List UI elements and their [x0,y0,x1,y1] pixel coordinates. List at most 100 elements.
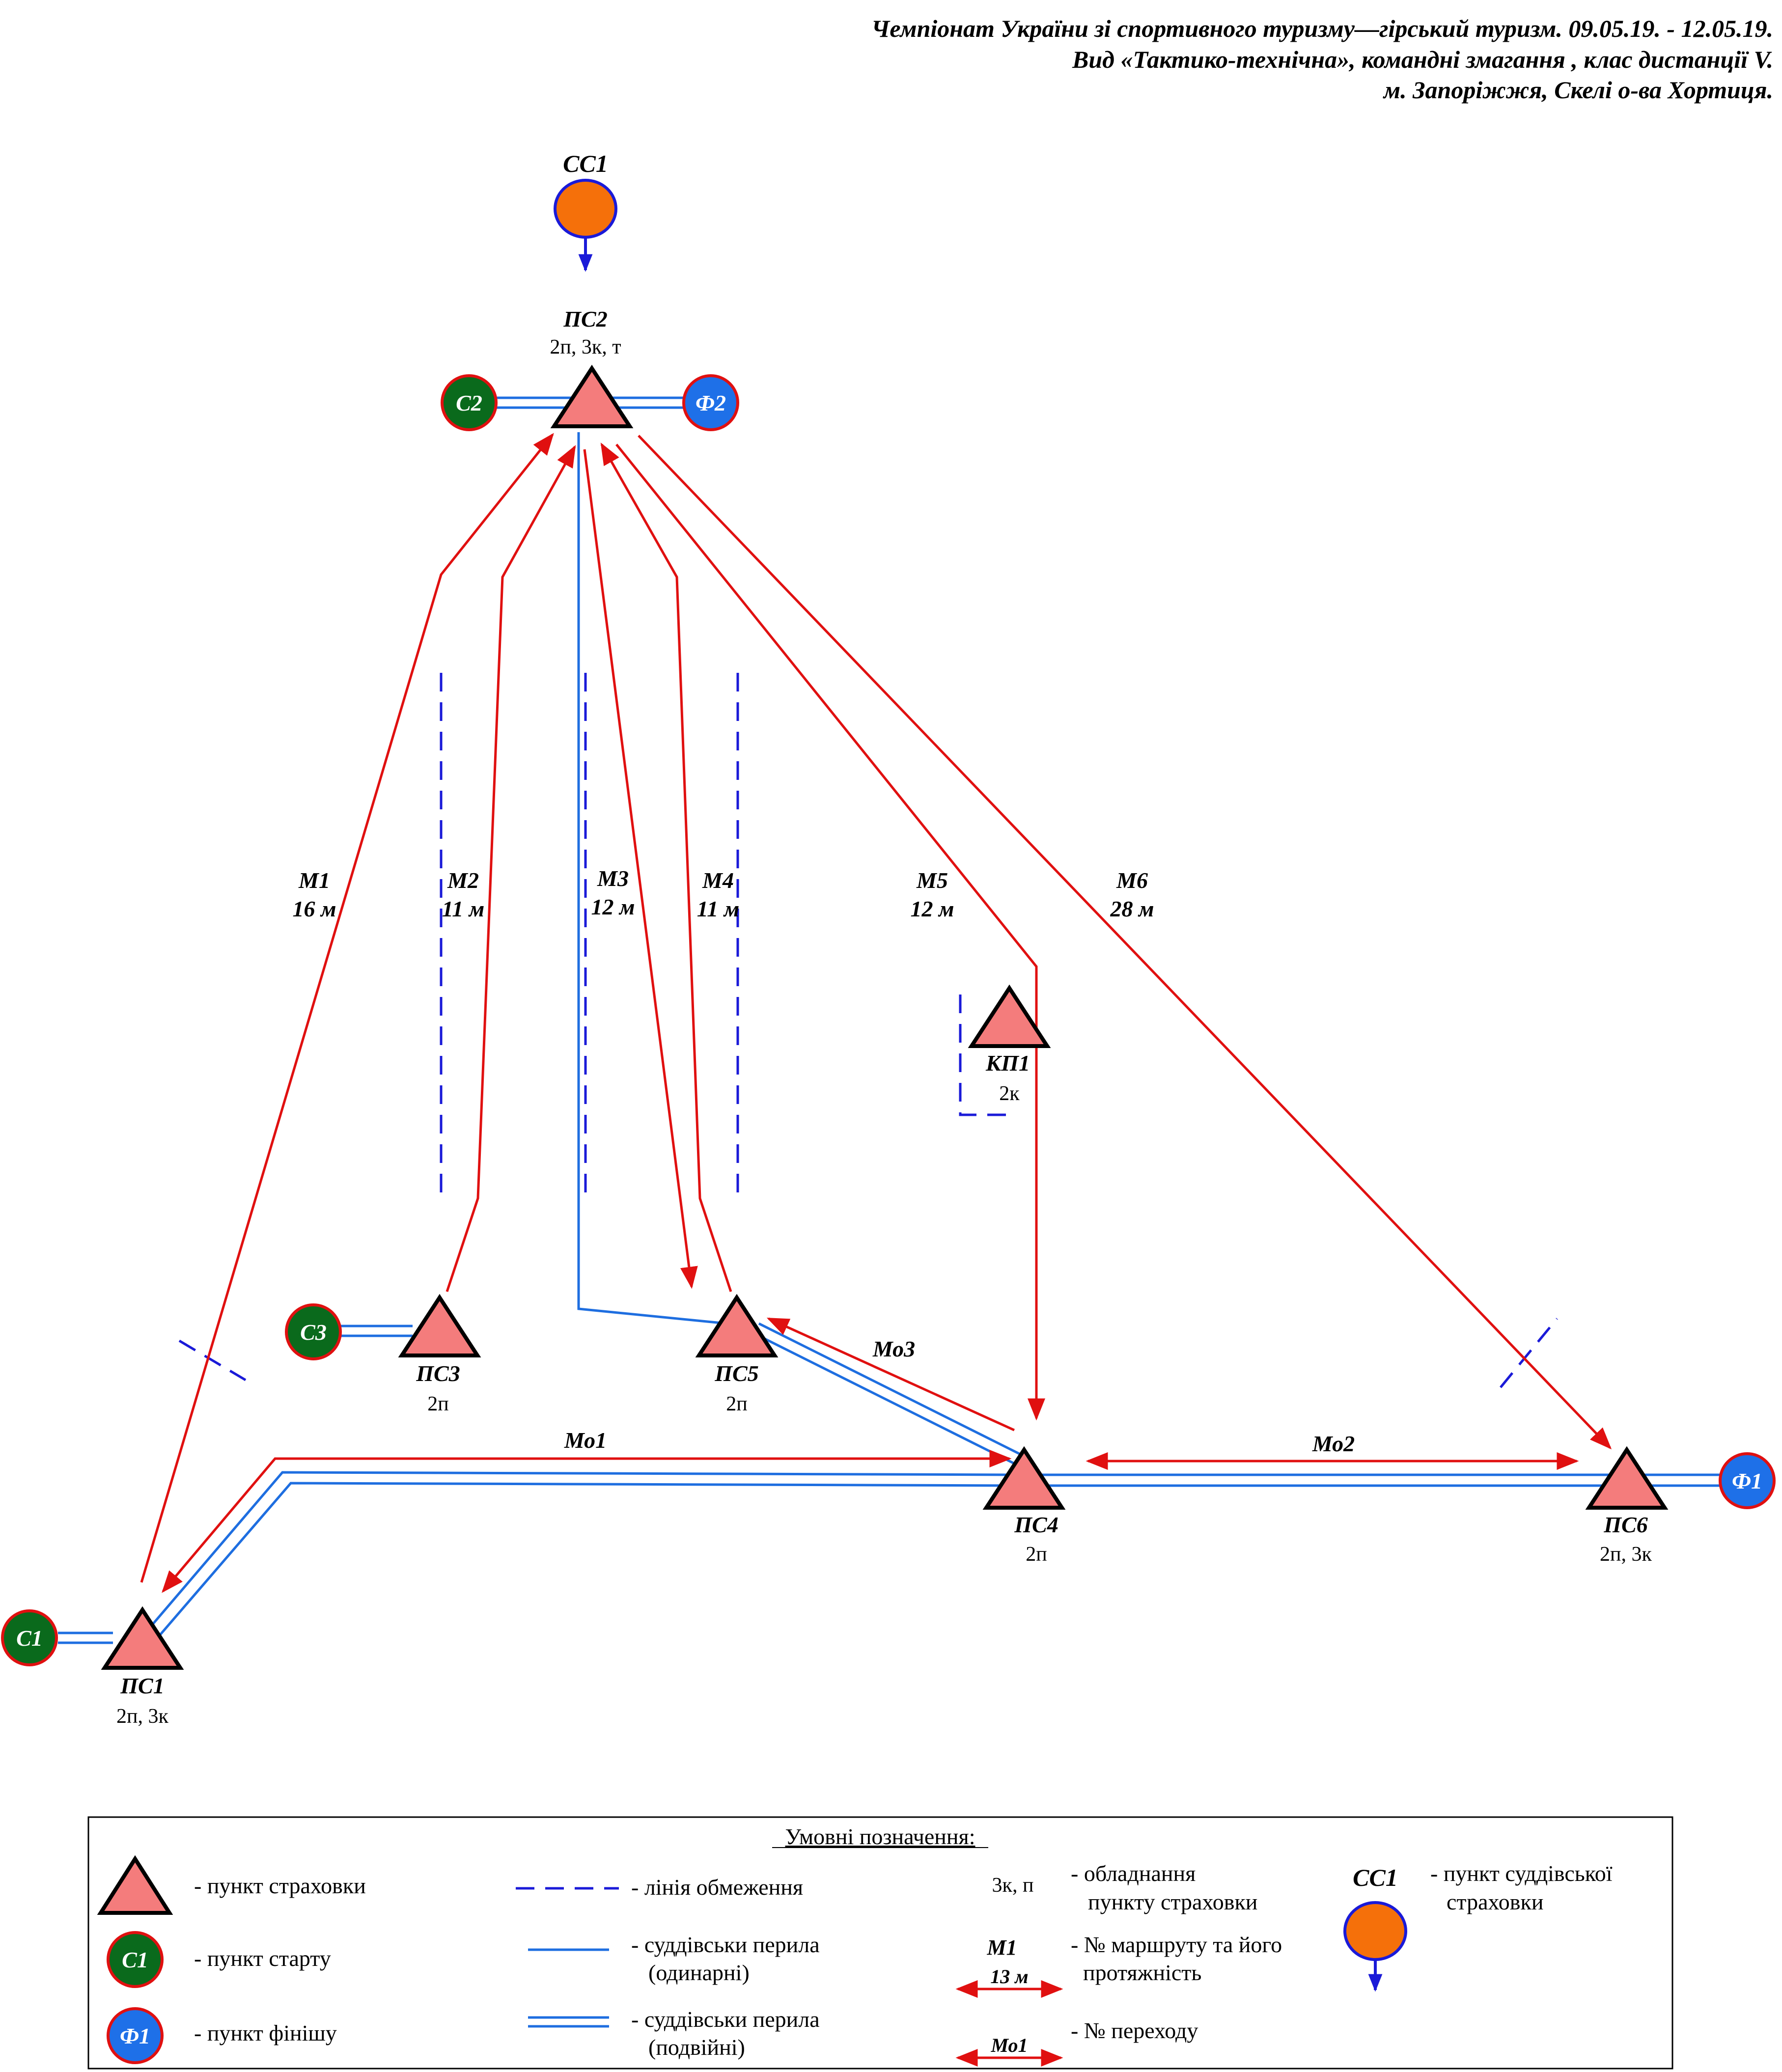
legend-judge-text-1: - пункт суддівської [1430,1861,1613,1886]
legend-start-text: - пункт старту [194,1946,331,1971]
legend-route-sample-len: 13 м [990,1965,1028,1988]
legend-rail-single-text-2: (одинарні) [648,1960,750,1985]
ps2-label: ПС2 [563,306,607,332]
rail-double-main-b [155,1482,1729,1640]
route-label-m4: М4 [702,868,734,893]
ps4-equipment: 2п [1026,1543,1047,1566]
transition-label-mo2: Мо2 [1312,1431,1355,1456]
kp1-equipment: 2к [999,1082,1020,1105]
route-mo3 [766,1317,1015,1432]
legend-belay-text: - пункт страховки [194,1873,366,1898]
route-length-m5: 12 м [910,896,954,921]
transition-label-mo1: Мо1 [564,1428,607,1453]
header-location: м. Запоріжжя, Скелі о-ва Хортиця. [1383,76,1773,104]
route-mo1 [162,1450,1012,1593]
routes [140,433,1612,1593]
route-m6 [638,435,1612,1450]
route-m2 [446,445,576,1292]
legend-trans-text: - № переходу [1071,2018,1198,2043]
belay-points [101,364,1669,1670]
rail-double-ps5-ps4-b [753,1332,1025,1470]
legend-judge-text-2: страховки [1447,1889,1543,1914]
route-length-m2: 11 м [442,896,484,921]
ps1-label: ПС1 [120,1673,164,1698]
start-c1: С1 [1,1609,58,1666]
ps2-equipment: 2п, 3к, т [550,336,621,359]
finish-f2: Ф2 [682,374,739,431]
ps5-triangle [695,1294,779,1357]
rail-single-ps2-ps5 [577,432,727,1325]
route-labels: М1 16 м М2 11 м М3 12 м М4 11 м М5 12 м … [292,866,1355,1456]
legend-finish-text: - пункт фінішу [194,2020,337,2045]
route-label-m2: М2 [447,868,479,893]
route-m1 [140,433,554,1583]
legend-equip-sample: 3к, п [992,1874,1034,1897]
legend-trans-sample: Мо1 [991,2034,1028,2056]
ps4-triangle [982,1446,1066,1510]
legend-finish-icon [107,2007,164,2064]
c1-label: С1 [16,1626,43,1651]
route-length-m3: 12 м [591,894,635,919]
ss1-label: СС1 [563,150,608,177]
ps3-triangle [398,1294,481,1357]
c3-label: С3 [300,1320,327,1345]
f1-label: Ф1 [1732,1468,1762,1493]
judge-belay-ss1: СС1 [554,150,617,272]
legend-title: Умовні позначення: [785,1824,975,1849]
limit-lines [178,673,1558,1388]
ss1-circle [554,179,617,239]
legend-judge-icon [1343,1901,1407,1961]
legend-judge-sample: СС1 [1353,1864,1398,1891]
legend-limit-text: - лінія обмеження [631,1875,803,1900]
header: Чемпіонат України зі спортивного туризму… [871,15,1773,104]
transition-label-mo3: Мо3 [872,1336,915,1361]
legend-equip-text-1: - обладнання [1071,1861,1196,1886]
route-label-m3: М3 [597,866,629,891]
legend-route-text-1: - № маршруту та його [1071,1932,1282,1957]
legend-rail-double-text-2: (подвійні) [648,2035,745,2060]
legend-finish-sample: Ф1 [120,2023,150,2048]
route-m5 [615,443,1045,1421]
legend: Умовні позначення: - пункт страховки С1 … [87,1816,1673,2070]
route-label-m1: М1 [298,868,330,893]
ps6-label: ПС6 [1603,1512,1647,1537]
limit-line-ps6 [1500,1318,1558,1388]
legend-rail-single-text-1: - суддівськи перила [631,1932,820,1957]
header-discipline: Вид «Тактико-технічна», командні змаганн… [1072,46,1773,73]
rail-double-main-a [146,1471,1729,1631]
legend-equip-text-2: пункту страховки [1088,1889,1257,1914]
c2-label: С2 [456,390,482,415]
route-length-m1: 16 м [292,896,336,921]
ps2-triangle [550,364,634,428]
ps6-triangle [1585,1446,1669,1510]
legend-belay-icon [97,1855,173,1915]
legend-start-icon [107,1931,164,1988]
ps4-label: ПС4 [1014,1512,1058,1537]
finish-f1: Ф1 [1719,1452,1776,1509]
route-m4 [600,442,732,1292]
header-title: Чемпіонат України зі спортивного туризму… [871,15,1773,42]
start-c2: С2 [441,374,498,431]
ps3-equipment: 2п [427,1393,448,1415]
route-label-m5: М5 [916,868,948,893]
start-c3: С3 [285,1303,342,1360]
legend-rail-double-text-1: - суддівськи перила [631,2007,820,2032]
limit-line-ps1 [178,1339,247,1381]
legend-route-sample-name: М1 [986,1935,1017,1960]
route-length-m4: 11 м [697,896,739,921]
ps3-label: ПС3 [416,1361,460,1386]
ps1-triangle [101,1606,184,1670]
legend-route-text-2: протяжність [1083,1960,1201,1985]
kp1-triangle [968,984,1051,1048]
kp1-label: КП1 [985,1050,1030,1076]
route-label-m6: М6 [1116,868,1148,893]
f2-label: Ф2 [696,390,726,415]
legend-start-sample: С1 [122,1947,148,1972]
route-m3 [583,449,698,1289]
rail-double-ps5-ps4-a [758,1322,1030,1460]
ps5-label: ПС5 [714,1361,758,1386]
route-length-m6: 28 м [1110,896,1154,921]
limit-line-kp1 [959,995,1009,1116]
ps6-equipment: 2п, 3к [1600,1543,1652,1566]
